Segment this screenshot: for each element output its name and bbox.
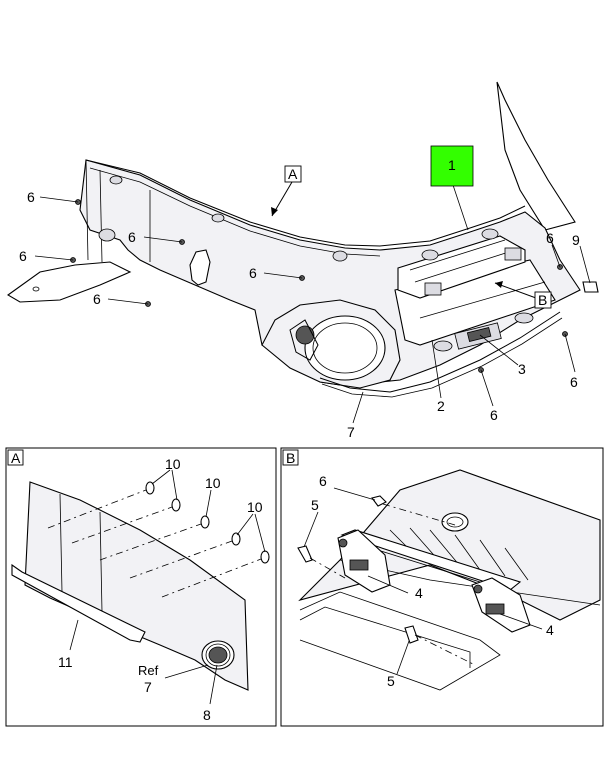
callout-7: 7: [144, 679, 152, 695]
callout-6: 6: [546, 230, 554, 246]
callout-2: 2: [437, 398, 445, 414]
main-assembly: [6, 81, 581, 398]
callout-5: 5: [387, 673, 395, 689]
callout-7: 7: [347, 424, 355, 440]
detail-a-label: A: [11, 450, 21, 466]
console-top-b: [298, 469, 601, 621]
clip-9: [582, 281, 599, 293]
callout-6: 6: [319, 473, 327, 489]
detail-b: B 6 5 4: [280, 447, 604, 727]
screw-5-bottom: [404, 625, 419, 644]
screw-6: [371, 495, 387, 507]
detail-b-label: B: [286, 450, 295, 466]
callout-4: 4: [546, 622, 554, 638]
callout-4: 4: [415, 585, 423, 601]
leader-lines: [34, 181, 591, 424]
callout-10: 10: [165, 456, 181, 472]
callout-10: 10: [247, 499, 263, 515]
view-label-b-box: [534, 291, 552, 309]
view-label-a: A: [288, 166, 298, 182]
detail-a: A 10 10 10 11 Ref: [5, 447, 277, 727]
trim-panel-a: [24, 481, 249, 691]
view-label-a-box: [284, 165, 302, 183]
detail-b-label-box: [282, 449, 299, 466]
highlight-box-1: [430, 145, 474, 187]
callout-6: 6: [249, 265, 257, 281]
callout-11: 11: [58, 654, 73, 670]
callout-10: 10: [205, 475, 221, 491]
callout-6: 6: [93, 291, 101, 307]
detail-a-label-box: [7, 449, 24, 466]
rear-trim-panel: [496, 81, 576, 231]
fastener-symbols: [70, 199, 599, 373]
ref-label: Ref: [138, 663, 159, 678]
clips-10: [145, 481, 270, 564]
view-label-b: B: [538, 292, 547, 308]
speaker-opening: [304, 315, 386, 381]
callout-3: 3: [518, 361, 526, 377]
screw-5-top: [297, 545, 313, 563]
callout-6: 6: [19, 248, 27, 264]
callout-1: 1: [448, 157, 456, 173]
callout-9: 9: [572, 232, 580, 248]
callout-6: 6: [27, 189, 35, 205]
callout-6: 6: [570, 374, 578, 390]
left-wing-panel: [6, 261, 132, 303]
callout-5: 5: [311, 497, 319, 513]
speaker-ring-b: [441, 512, 469, 532]
callout-6: 6: [490, 407, 498, 423]
lower-strip-a: [11, 563, 146, 643]
mounting-bar: [340, 529, 522, 591]
callout-6: 6: [128, 229, 136, 245]
grab-handle: [189, 249, 211, 286]
callout-8: 8: [203, 707, 211, 723]
